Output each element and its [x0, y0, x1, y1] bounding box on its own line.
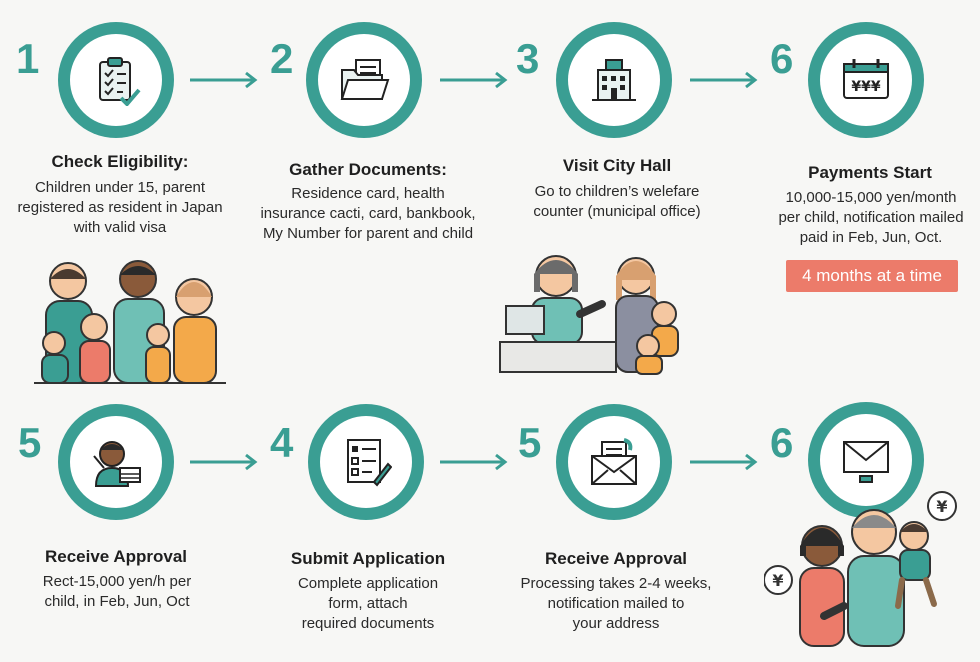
calendar-yen-icon: ¥¥¥ [843, 59, 889, 99]
step-title: Gather Documents: [289, 160, 447, 179]
city-hall-building-icon [592, 59, 636, 101]
step-description: Processing takes 2-4 weeks, notification… [520, 575, 712, 632]
arrow-right-icon [190, 453, 258, 471]
step-number: 1 [16, 35, 40, 82]
step-circle [808, 402, 924, 518]
step-title: Submit Application [290, 549, 446, 568]
step-number: 6 [770, 419, 794, 466]
step-description: Go to children’s welefare counter (munic… [533, 183, 701, 220]
yen-coin-icon: ¥ [936, 497, 947, 516]
step-number: 2 [270, 35, 294, 82]
application-form-pen-icon [347, 439, 392, 487]
step-number: 5 [518, 419, 542, 466]
yen-coin-icon: ¥ [772, 571, 783, 590]
step-title: Receive Approval [544, 549, 688, 568]
city-hall-counter-illustration [499, 255, 679, 375]
step-circle [308, 404, 424, 520]
arrow-right-icon [440, 453, 508, 471]
clipboard-checklist-icon [99, 57, 141, 106]
step-title: Check Eligibility: [51, 152, 189, 171]
arrow-right-icon [190, 71, 258, 89]
arrow-right-icon [690, 71, 758, 89]
happy-family-illustration: ¥ ¥ [764, 491, 957, 647]
step-circle [58, 404, 174, 520]
step-description: Children under 15, parent registered as … [17, 179, 223, 236]
child-with-papers-icon [93, 441, 141, 487]
step-circle: ¥¥¥ [808, 22, 924, 138]
step-description: Residence card, health insurance caсti, … [260, 185, 476, 242]
step-description: Complete application form, attach requir… [297, 575, 439, 632]
step-title: Receive Approval [44, 547, 188, 566]
step-title: Payments Start [808, 163, 932, 182]
arrow-right-icon [690, 453, 758, 471]
step-circle [306, 22, 422, 138]
step-description: Rect-15,000 yen/h per child, in Feb, Jun… [42, 573, 192, 610]
svg-text:¥¥¥: ¥¥¥ [851, 79, 880, 95]
step-number: 5 [18, 419, 42, 466]
payment-frequency-badge: 4 months at a time [786, 260, 958, 292]
step-number: 6 [770, 35, 794, 82]
step-number: 4 [270, 419, 294, 466]
envelope-letter-icon [591, 438, 637, 485]
family-illustration [34, 260, 226, 384]
step-circle [58, 22, 174, 138]
arrow-right-icon [440, 71, 508, 89]
mail-envelope-icon [843, 441, 889, 483]
step-circle [556, 22, 672, 138]
step-description: 10,000-15,000 yen/month per child, notif… [778, 189, 964, 246]
step-title: Visit City Hall [562, 156, 672, 175]
step-circle [556, 404, 672, 520]
folder-documents-icon [340, 59, 390, 100]
step-number: 3 [516, 35, 540, 82]
